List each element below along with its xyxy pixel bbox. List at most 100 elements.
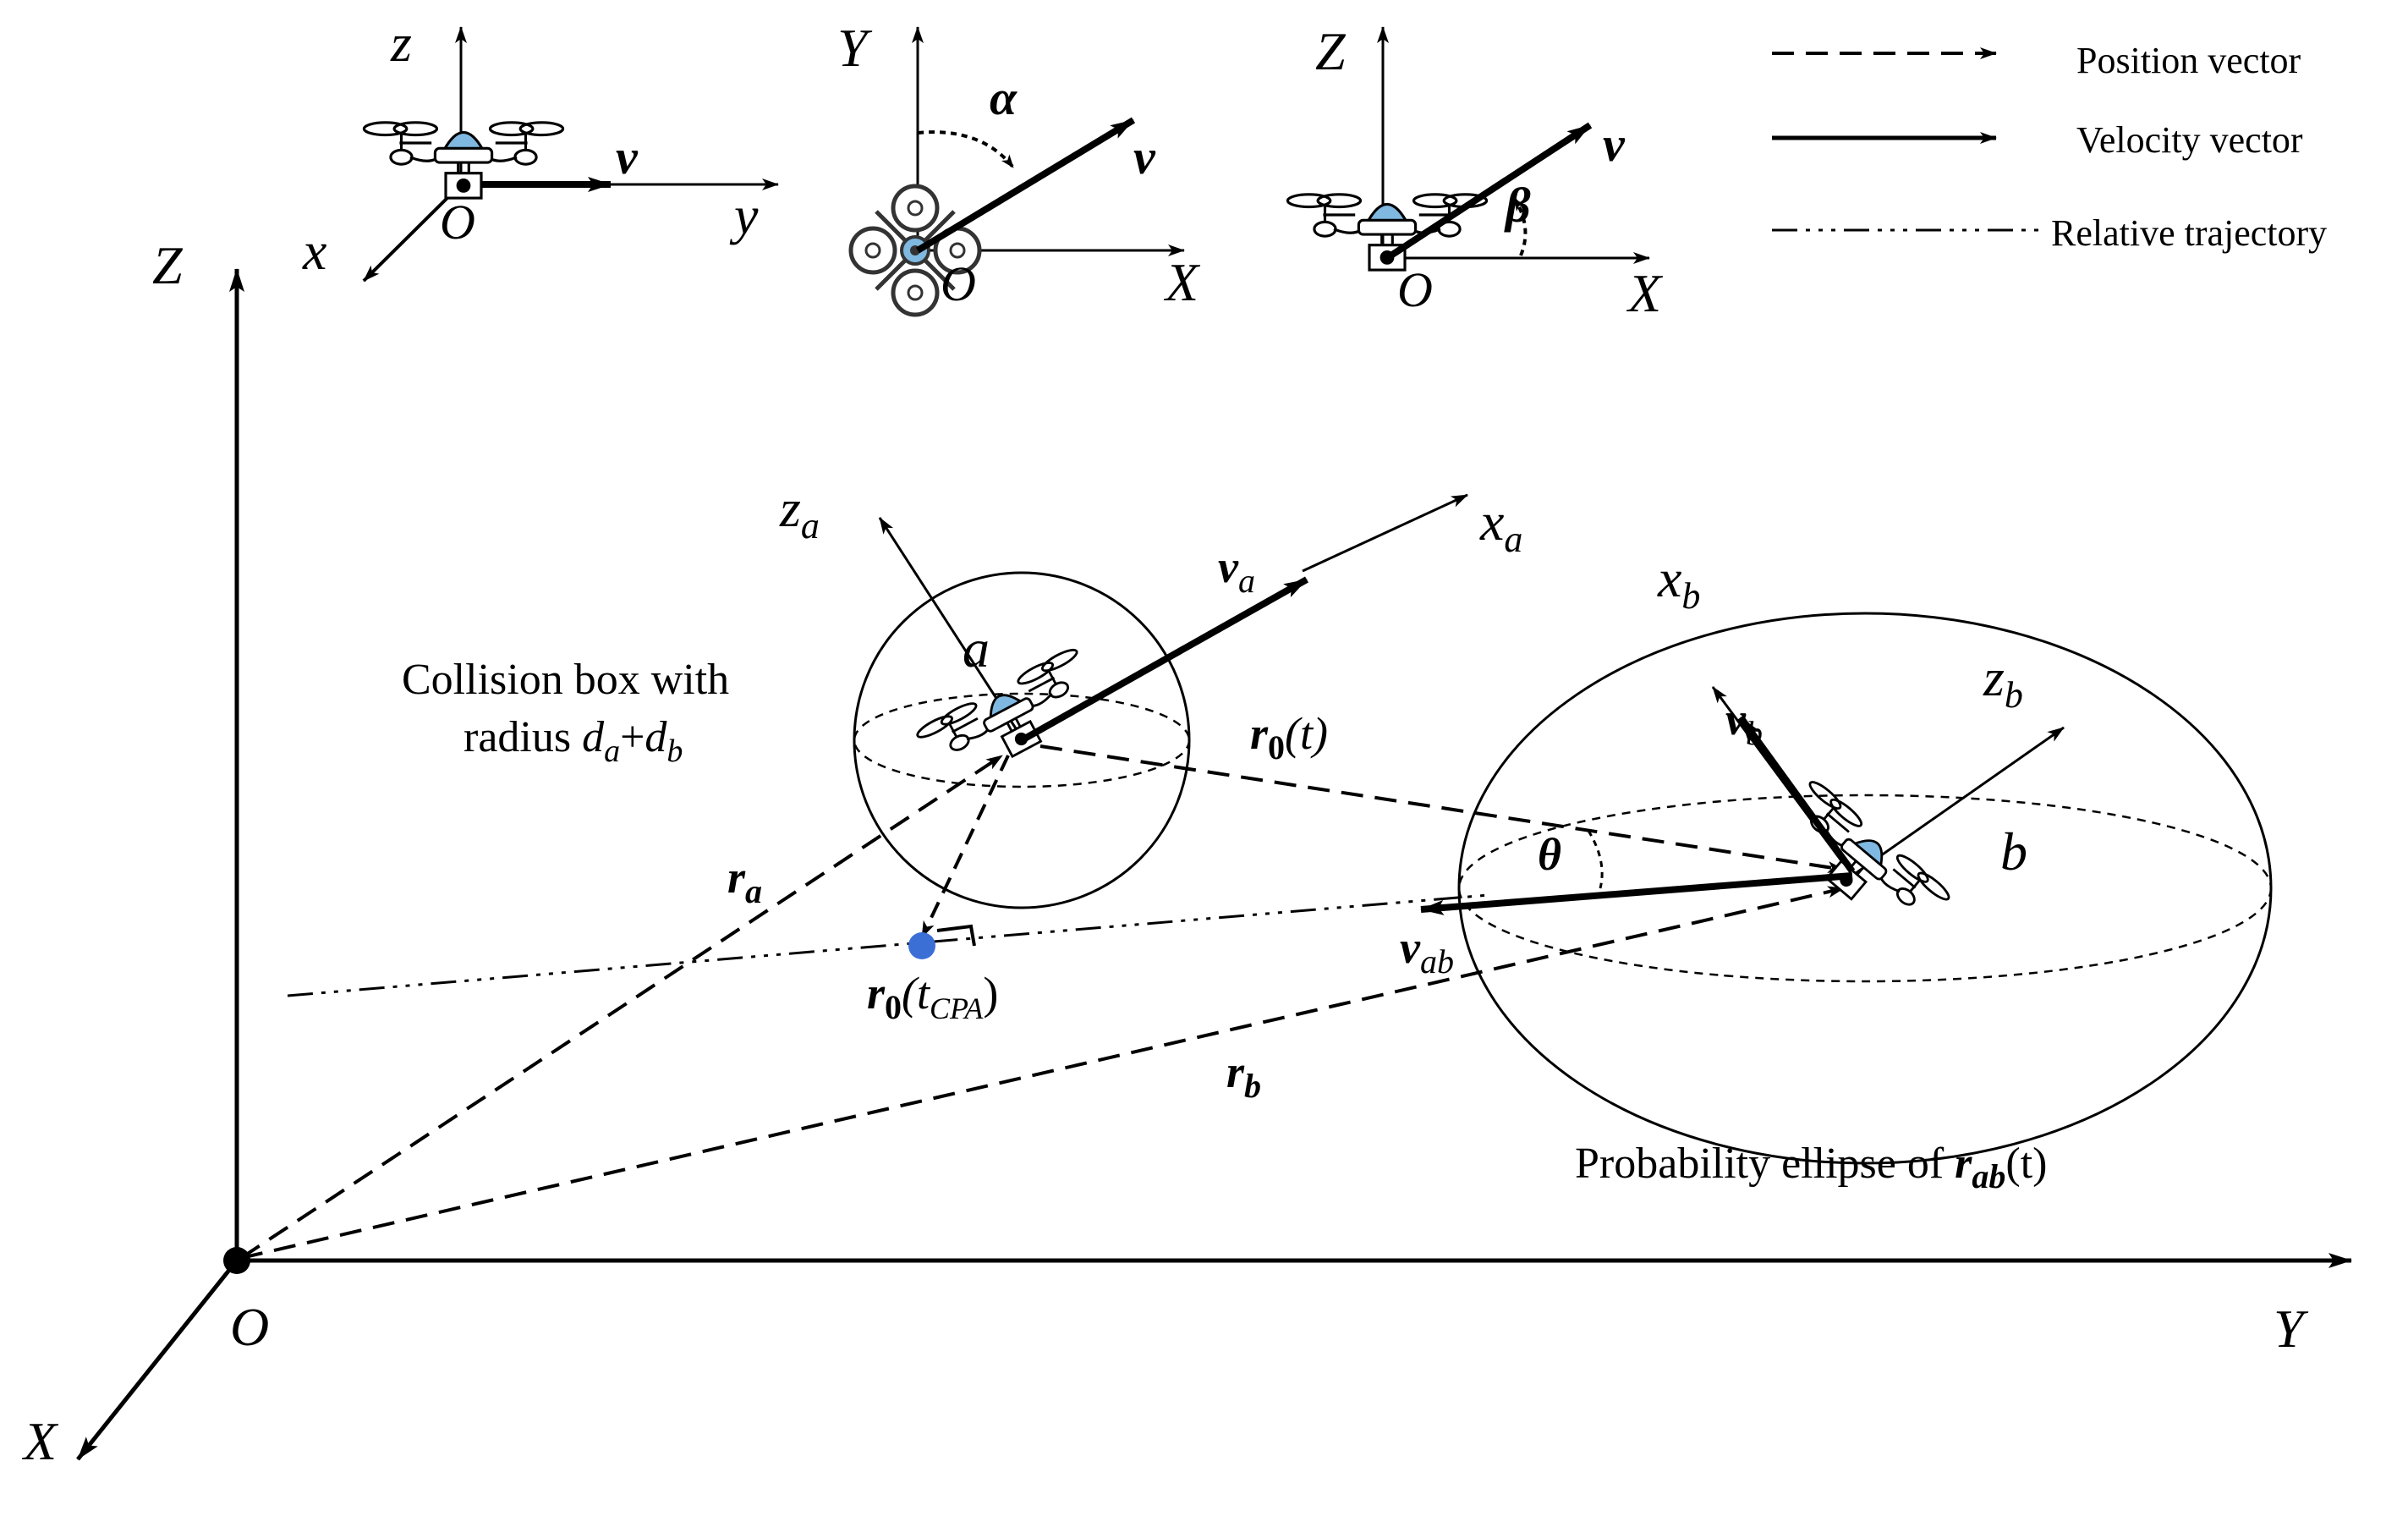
vab-sub: ab	[1420, 942, 1454, 980]
inset3-beta-arc	[1512, 196, 1528, 256]
collision-da: d	[582, 713, 605, 761]
main-x-axis	[76, 1259, 239, 1461]
ra-r: r	[727, 852, 746, 903]
legend-trajectory-label: Relative trajectory	[2051, 212, 2327, 254]
r0t-paren: (t)	[1285, 708, 1328, 759]
inset2-X-label: X	[1163, 252, 1201, 312]
collision-da-sub: a	[604, 733, 620, 769]
main-Z-label: Z	[152, 235, 184, 295]
legend: Position vector Velocity vector Relative…	[1772, 40, 2327, 254]
collision-radius-word: radius	[463, 713, 582, 761]
legend-relative-trajectory: Relative trajectory	[1772, 212, 2327, 254]
vab-vector	[1420, 872, 1853, 915]
legend-velocity-vector: Velocity vector	[1772, 119, 2303, 161]
za-main: z	[779, 478, 801, 538]
inset1-x-axis	[362, 183, 463, 283]
za-sub: a	[801, 505, 820, 547]
inset3-Z-label: Z	[1315, 21, 1347, 81]
ellipse-caption-suffix: (t)	[2005, 1140, 2047, 1188]
r0-tcpa-r: r	[867, 968, 886, 1019]
inset2-origin-label: O	[941, 256, 976, 311]
vb-sub: b	[1746, 714, 1763, 752]
inset3-origin-label: O	[1397, 262, 1433, 317]
xb-sub: b	[1681, 575, 1700, 617]
r0t-label: r0(t)	[1250, 708, 1328, 766]
inset2-Y-label: Y	[837, 18, 873, 78]
inset3-beta-label: β	[1504, 178, 1531, 233]
relative-trajectory-line	[287, 893, 1489, 997]
collision-plus: +	[620, 713, 645, 761]
xa-label: xa	[1479, 492, 1522, 560]
vab-v: v	[1400, 922, 1421, 973]
va-main: v	[1218, 541, 1239, 592]
va-label: va	[1218, 541, 1255, 600]
right-angle-marker	[936, 924, 976, 947]
inset-side-view: Z X O v β	[1286, 21, 1664, 323]
vb-main: v	[1725, 694, 1747, 744]
r0t-r: r	[1250, 708, 1269, 759]
va-vector	[1020, 576, 1308, 744]
va-sub: a	[1238, 562, 1255, 600]
position-vectors	[239, 744, 1845, 1260]
collision-sphere	[853, 571, 1191, 909]
r0-tcpa-cpa: CPA	[930, 991, 984, 1025]
ra-sub: a	[745, 872, 762, 910]
xb-label: xb	[1657, 548, 1700, 617]
uav-a-label: a	[963, 618, 990, 678]
za-label: za	[779, 478, 820, 547]
zb-axis	[1851, 726, 2065, 877]
inset1-origin-label: O	[440, 195, 475, 250]
legend-velocity-label: Velocity vector	[2076, 119, 2303, 161]
probability-ellipsoid	[1457, 612, 2273, 1165]
inset1-v-label: v	[616, 129, 639, 184]
r0-tcpa-label: r0(tCPA)	[867, 968, 998, 1026]
theta-arc	[1587, 830, 1604, 889]
rb-vector	[240, 886, 1845, 1260]
uav-a-frame: a za xa va	[779, 478, 1522, 793]
inset1-z-label: z	[390, 13, 412, 73]
cpa-point	[908, 932, 935, 959]
zb-label: zb	[1983, 647, 2023, 716]
collision-caption-line1: Collision box with	[402, 656, 729, 704]
inset-body-frame: z x y O v	[302, 13, 779, 283]
zb-main: z	[1983, 647, 2005, 707]
rb-r: r	[1226, 1046, 1245, 1097]
xa-main: x	[1479, 492, 1504, 552]
rb-label: rb	[1226, 1046, 1261, 1105]
r0-tcpa-close: )	[983, 968, 998, 1019]
ellipse-caption: Probability ellipse of rab(t)	[1575, 1140, 2048, 1195]
origin-point	[223, 1247, 250, 1274]
vb-label: vb	[1725, 694, 1763, 752]
main-axes: Z Y X O	[21, 235, 2352, 1471]
inset2-alpha-label: α	[990, 70, 1018, 125]
r0t-sub: 0	[1268, 728, 1285, 766]
ra-label: ra	[727, 852, 762, 910]
vb-vector	[1737, 715, 1856, 874]
xa-axis	[1302, 493, 1468, 573]
r0-tcpa-open: (t	[902, 968, 931, 1019]
vector-labels: r0(t) ra rb r0(tCPA) vab θ	[727, 708, 1561, 1105]
vab-label: vab	[1400, 922, 1454, 980]
ellipsoid-outline	[1457, 612, 2273, 1165]
uav-a-drone-icon	[913, 645, 1108, 793]
ellipse-caption-prefix: Probability ellipse of	[1575, 1140, 1955, 1188]
inset-top-view: Y X O v α	[837, 18, 1201, 315]
zb-sub: b	[2005, 674, 2023, 716]
collision-caption-line2: radius da+db	[463, 713, 683, 769]
main-origin-label: O	[230, 1297, 269, 1357]
inset3-velocity-arrow	[1385, 122, 1593, 261]
collision-box-caption: Collision box with radius da+db	[402, 656, 729, 769]
inset2-alpha-arc	[917, 130, 1015, 169]
theta-label: θ	[1538, 829, 1561, 880]
inset2-v-label: v	[1133, 129, 1156, 184]
xa-sub: a	[1504, 519, 1522, 560]
ellipse-caption-r: r	[1955, 1140, 1972, 1188]
r0-vector	[1039, 744, 1845, 874]
inset3-X-label: X	[1626, 263, 1664, 323]
main-Y-label: Y	[2274, 1299, 2309, 1359]
collision-sphere-equator	[853, 692, 1191, 788]
uav-b-label: b	[2000, 821, 2027, 882]
legend-position-label: Position vector	[2076, 40, 2301, 81]
ellipsoid-equator	[1457, 794, 2273, 983]
